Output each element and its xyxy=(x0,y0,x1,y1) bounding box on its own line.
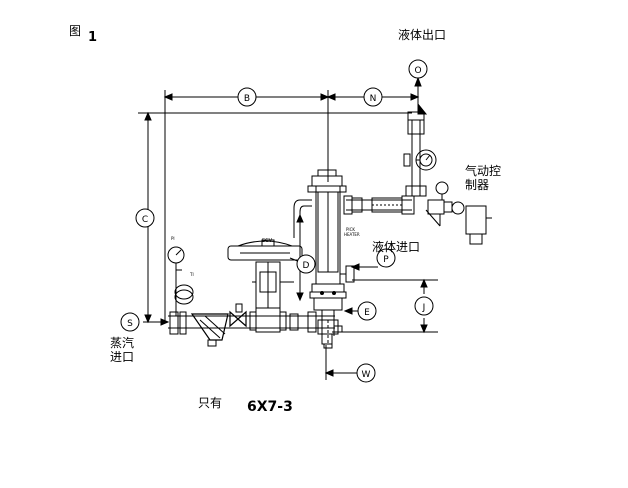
ti-label: TI xyxy=(189,272,194,277)
pneumatic-controller xyxy=(425,181,492,245)
pi-label: PI xyxy=(171,236,175,241)
pneumatic-controller-label-line2: 制器 xyxy=(465,178,490,192)
svg-text:W: W xyxy=(362,370,371,380)
callout-n: N xyxy=(363,87,383,107)
svg-text:C: C xyxy=(142,215,148,225)
svg-text:S: S xyxy=(127,319,133,329)
steam-inlet-piping xyxy=(168,261,335,347)
callout-b: B xyxy=(237,87,257,107)
figure-number: 1 xyxy=(88,30,98,45)
svg-text:N: N xyxy=(370,94,377,104)
callout-p: P xyxy=(376,248,396,268)
dimension-lines xyxy=(138,90,438,380)
callout-s: S xyxy=(120,312,140,332)
only-label: 只有 xyxy=(198,396,223,410)
scv-label: SCV xyxy=(262,238,273,244)
pneumatic-controller-label-line1: 气动控 xyxy=(465,164,502,178)
svg-text:P: P xyxy=(383,255,389,265)
callout-j: J xyxy=(414,296,434,316)
svg-text:O: O xyxy=(414,66,421,76)
pick-heater xyxy=(307,169,355,345)
outlet-piping xyxy=(293,76,437,238)
steam-pressure-gauge xyxy=(167,246,194,316)
callout-o: O xyxy=(408,59,428,79)
liquid-inlet-label: 液体进口 xyxy=(372,240,421,254)
liquid-outlet-label: 液体出口 xyxy=(398,28,447,42)
trap-assembly xyxy=(317,310,343,349)
pick-heater-label-1: PICK xyxy=(346,227,355,232)
steam-inlet-label-line2: 进口 xyxy=(110,350,135,364)
callout-w: W xyxy=(356,363,376,383)
model-number: 6X7-3 xyxy=(247,399,293,415)
figure-caption-word: 图 xyxy=(69,24,82,38)
callout-e: E xyxy=(357,301,377,321)
svg-text:B: B xyxy=(244,94,250,104)
steam-inlet-label-line1: 蒸汽 xyxy=(110,336,135,350)
svg-text:J: J xyxy=(422,303,426,313)
svg-text:E: E xyxy=(364,308,370,318)
pick-heater-label-2: HEATER xyxy=(344,232,360,237)
callout-d: D xyxy=(296,254,316,274)
svg-text:D: D xyxy=(303,261,310,271)
callout-c: C xyxy=(135,208,155,228)
